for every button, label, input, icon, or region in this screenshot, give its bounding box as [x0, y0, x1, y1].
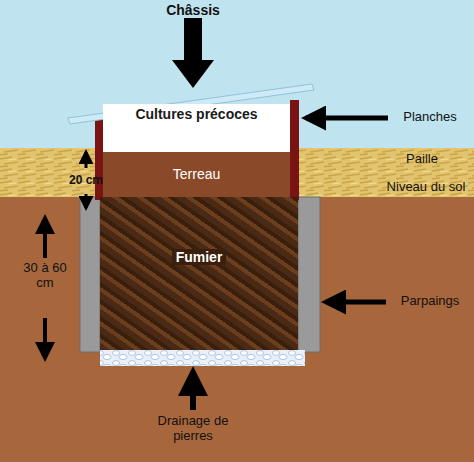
- block-wall-left: [80, 197, 100, 352]
- dimension-label: 20 cm: [60, 174, 112, 188]
- block-wall-right: [298, 197, 320, 352]
- stone-drainage: [100, 350, 305, 366]
- arrow-planks: [306, 116, 388, 121]
- layer-text: Terreau: [173, 166, 220, 182]
- arrow-drainage: [190, 372, 196, 410]
- drainage-label: Drainage de pierres: [140, 414, 246, 444]
- frame-label: Châssis: [150, 2, 236, 18]
- arrow-chassis: [172, 18, 214, 88]
- arrow-blocks: [326, 300, 386, 305]
- blocks-label: Parpaings: [388, 294, 472, 309]
- plank-right: [290, 100, 299, 200]
- compost-layer: Terreau: [103, 152, 290, 197]
- dim-30-60-down: [43, 318, 47, 358]
- dim-20-up: [85, 152, 88, 168]
- dimension-label: 30 à 60 cm: [22, 261, 68, 291]
- dim-30-60-up: [43, 218, 47, 258]
- layer-text: Fumier: [172, 249, 227, 265]
- layer-text: Cultures précoces: [135, 106, 257, 122]
- straw-label: Paille: [392, 152, 452, 167]
- straw-band: [0, 148, 474, 198]
- soil: [0, 197, 474, 462]
- manure-layer: Fumier: [100, 197, 298, 350]
- dim-20-down: [85, 194, 88, 208]
- ground-level-label: Niveau du sol: [380, 180, 472, 195]
- crop-zone: Cultures précoces: [103, 104, 290, 152]
- planks-label: Planches: [390, 110, 470, 125]
- plank-left: [95, 118, 103, 200]
